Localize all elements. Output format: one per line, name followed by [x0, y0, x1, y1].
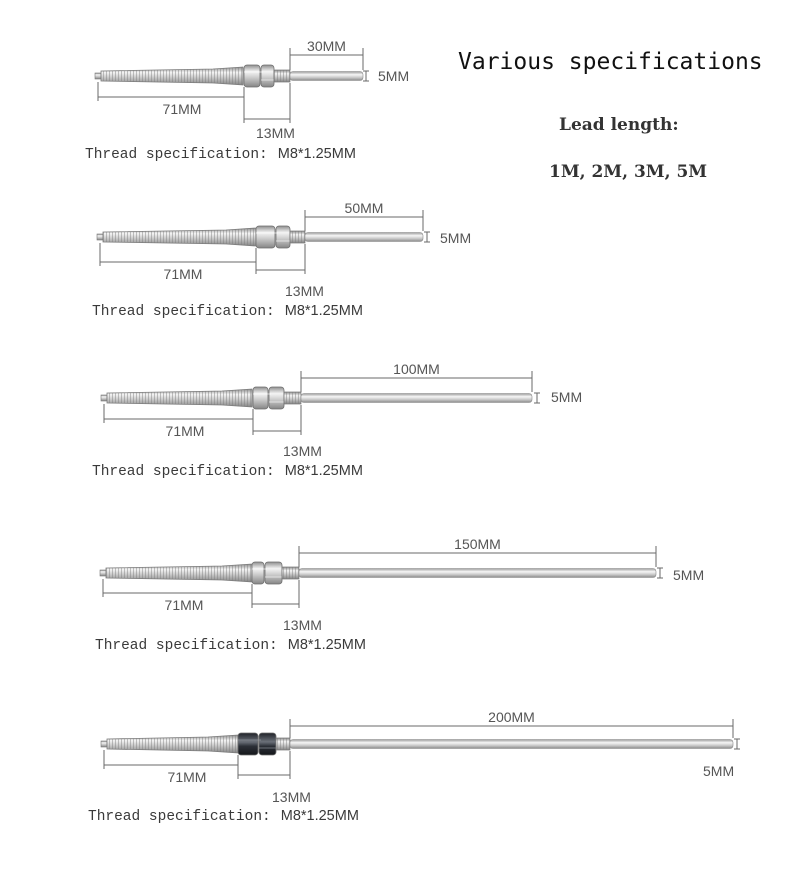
- probe-rod: [289, 739, 734, 749]
- body-length-label: 71MM: [168, 769, 207, 785]
- thread-spec-label: Thread specification:: [88, 809, 271, 825]
- diameter-label: 5MM: [378, 68, 409, 84]
- hex-nut-1: [243, 64, 261, 88]
- probe-length-label: 100MM: [393, 361, 440, 377]
- probe-length-dimension: [304, 210, 424, 231]
- probe-1: 30MM 5MM 71MM 13MM Thread specification: M8*1…: [85, 38, 409, 163]
- probe-length-dimension: [300, 371, 533, 392]
- probe-length-dimension: [298, 546, 657, 567]
- thread-length-label: 13MM: [283, 617, 322, 633]
- body-length-label: 71MM: [166, 423, 205, 439]
- thread-length-label: 13MM: [285, 283, 324, 299]
- thread-spec-label: Thread specification:: [92, 304, 275, 320]
- thread-spec-value: M8*1.25MM: [278, 146, 356, 162]
- body-length-label: 71MM: [163, 101, 202, 117]
- probe-3: 100MM 5MM 71MM 13MM Thread specification: M8*…: [92, 361, 582, 480]
- hex-nut-2: [258, 732, 277, 756]
- body-length-label: 71MM: [165, 597, 204, 613]
- body-length-label: 71MM: [164, 266, 203, 282]
- mounting-thread-texture: [276, 738, 290, 750]
- probe-2: 50MM 5MM 71MM 13MM Thread specification: M8*1…: [92, 200, 471, 320]
- thread-spec-label: Thread specification:: [95, 638, 278, 654]
- diameter-label: 5MM: [673, 567, 704, 583]
- terminal-stub: [99, 569, 107, 577]
- thread-spec-value: M8*1.25MM: [281, 808, 359, 824]
- diameter-label: 5MM: [703, 763, 734, 779]
- probe-length-dimension: [289, 48, 364, 70]
- diameter-label: 5MM: [440, 230, 471, 246]
- terminal-stub: [100, 740, 108, 748]
- terminal-stub: [94, 72, 102, 80]
- probe-4: 150MM 5MM 71MM 13MM Thread specification: M8*…: [95, 536, 704, 654]
- probe-length-label: 150MM: [454, 536, 501, 552]
- probe-length-label: 50MM: [345, 200, 384, 216]
- thread-spec-label: Thread specification:: [85, 147, 268, 163]
- terminal-stub: [96, 233, 104, 241]
- thread-spec-value: M8*1.25MM: [285, 463, 363, 479]
- hex-nut-1: [237, 732, 259, 756]
- body-thread-texture: [101, 67, 243, 85]
- thread-spec-value: M8*1.25MM: [288, 637, 366, 653]
- probe-rod: [304, 232, 424, 242]
- thread-spec-label: Thread specification:: [92, 464, 275, 480]
- body-thread-texture: [107, 389, 252, 407]
- body-thread-texture: [107, 735, 238, 753]
- lead-length-options: 1M, 2M, 3M, 5M: [549, 162, 707, 182]
- thread-spec-value: M8*1.25MM: [285, 303, 363, 319]
- hex-nut-1: [255, 225, 276, 249]
- probe-rod: [300, 393, 533, 403]
- mounting-thread-texture: [290, 231, 305, 243]
- hex-nut-2: [264, 561, 283, 585]
- thread-length-label: 13MM: [283, 443, 322, 459]
- lead-length-heading: Lead length:: [559, 115, 679, 135]
- probe-rod: [298, 568, 657, 578]
- hex-nut-1: [251, 561, 265, 585]
- probe-rod: [289, 71, 364, 81]
- probe-length-label: 200MM: [488, 709, 535, 725]
- diameter-label: 5MM: [551, 389, 582, 405]
- mounting-thread-texture: [274, 70, 290, 82]
- body-thread-texture: [103, 228, 256, 246]
- probe-length-label: 30MM: [307, 38, 346, 54]
- thread-length-label: 13MM: [256, 125, 295, 141]
- page-title: Various specifications: [458, 49, 763, 75]
- body-thread-texture: [106, 564, 252, 582]
- mounting-thread-texture: [284, 392, 301, 404]
- hex-nut-2: [260, 64, 275, 88]
- thread-length-label: 13MM: [272, 789, 311, 805]
- mounting-thread-texture: [282, 567, 299, 579]
- hex-nut-2: [268, 386, 285, 410]
- terminal-stub: [100, 394, 108, 402]
- hex-nut-1: [252, 386, 269, 410]
- hex-nut-2: [275, 225, 291, 249]
- probe-length-dimension: [289, 719, 734, 738]
